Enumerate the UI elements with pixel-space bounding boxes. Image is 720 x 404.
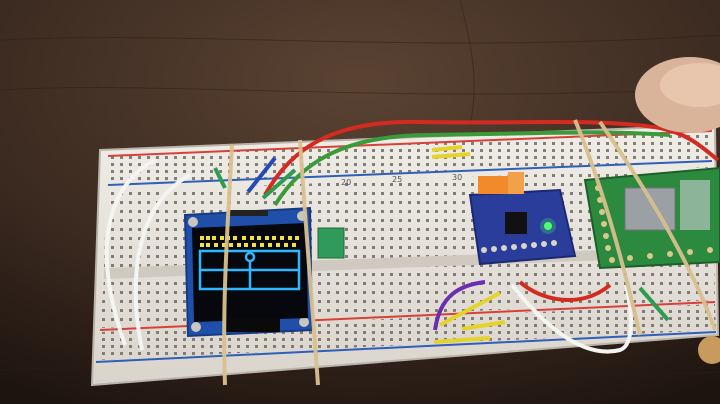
imu-sensor-module [468,172,577,266]
yellow-wire-bottom-1 [439,291,501,327]
oled-module [183,206,314,338]
green-jumper-top [213,167,227,189]
sensor-led [544,222,552,230]
wood-grain [0,0,720,376]
oled-game-field [198,249,301,291]
white-wire-bottom [510,283,633,354]
white-wire-left-2 [133,173,191,351]
wooden-knob [698,336,720,364]
green-jumper-top-2 [261,168,297,200]
green-wire-bottom-right [638,286,670,322]
yellow-jumper-top-2 [431,152,471,159]
green-connector [317,227,345,259]
oled-progress-dots [200,236,299,247]
yellow-wire-bottom-2 [461,320,506,331]
rubber-bands [222,119,717,386]
red-wire-bottom [518,280,612,302]
red-wire-long [263,119,720,196]
microcontroller-board [583,166,720,270]
blue-jumper-top [246,156,277,194]
yellow-jumper-top-1 [431,145,463,152]
board-number-25: 25 [392,175,402,184]
purple-wire [433,280,486,331]
white-wire-left-1 [104,158,156,346]
finger [635,57,720,133]
board-number-30: 30 [452,173,462,182]
board-number-20: 20 [341,178,351,187]
top-blue-rail-line [107,160,713,186]
bottom-blue-rail-line [95,331,717,363]
yellow-wire-bottom-3 [433,336,491,344]
